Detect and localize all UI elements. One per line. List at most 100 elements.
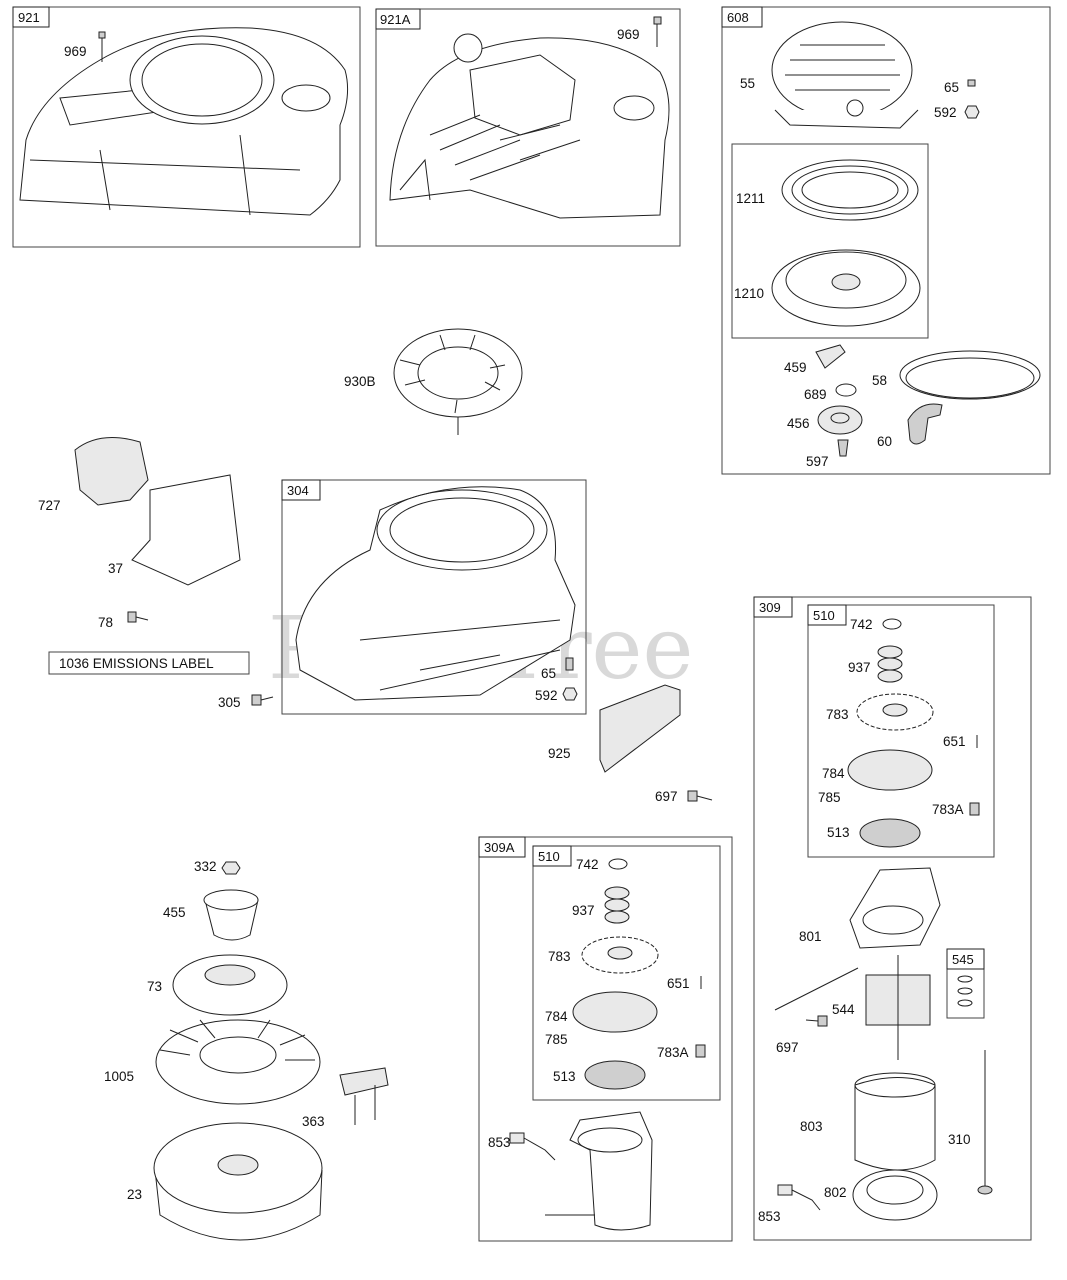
label-783A-b: 783A — [657, 1045, 689, 1060]
housing-803[interactable] — [854, 1072, 936, 1171]
spring-937-a-icon — [877, 645, 903, 683]
screw-969-b-icon — [653, 16, 662, 47]
air-guide-37-icon — [131, 474, 241, 586]
label-853-a: 853 — [758, 1209, 781, 1224]
nut-783A-b-icon — [695, 1044, 706, 1058]
nut-592-b-icon — [562, 687, 578, 701]
label-853-b: 853 — [488, 1135, 511, 1150]
label-930B: 930B — [344, 374, 376, 389]
group-608-tag: 608 — [727, 10, 749, 25]
label-937-b: 937 — [572, 903, 595, 918]
pawl-459-icon — [815, 344, 846, 369]
group-545-tag: 545 — [952, 952, 974, 967]
label-801: 801 — [799, 929, 822, 944]
blower-housing-921[interactable] — [19, 27, 349, 216]
starter-rope-58[interactable] — [899, 350, 1041, 400]
label-802: 802 — [824, 1185, 847, 1200]
label-23: 23 — [127, 1187, 142, 1202]
label-513-a: 513 — [827, 825, 850, 840]
starter-motor-309A[interactable] — [545, 1111, 653, 1231]
label-65-a: 65 — [944, 80, 959, 95]
label-783-a: 783 — [826, 707, 849, 722]
label-332: 332 — [194, 859, 217, 874]
label-937-a: 937 — [848, 660, 871, 675]
retainer-456[interactable] — [817, 405, 863, 435]
flywheel-23[interactable] — [153, 1122, 323, 1241]
handle-60-icon — [907, 403, 943, 445]
bolt-697-icon — [687, 790, 713, 802]
rewind-spring-1211[interactable] — [781, 159, 919, 221]
label-60: 60 — [877, 434, 892, 449]
group-304-tag: 304 — [287, 483, 309, 498]
group-510-b-tag: 510 — [538, 849, 560, 864]
emissions-label-box: 1036 EMISSIONS LABEL — [48, 651, 250, 675]
label-785-a: 785 — [818, 790, 841, 805]
label-592-a: 592 — [934, 105, 957, 120]
label-925: 925 — [548, 746, 571, 761]
group-921-tag: 921 — [18, 10, 40, 25]
group-304: 304 65 592 — [281, 479, 587, 715]
connector-853-b-icon — [509, 1132, 556, 1161]
label-784-a: 784 — [822, 766, 845, 781]
group-309A: 309A 510 742 937 783 651 784 785 783A 51… — [478, 836, 733, 1242]
label-689: 689 — [804, 387, 827, 402]
label-742-b: 742 — [576, 857, 599, 872]
label-785-b: 785 — [545, 1032, 568, 1047]
fan-73[interactable] — [172, 954, 288, 1016]
label-969-b: 969 — [617, 27, 640, 42]
label-597: 597 — [806, 454, 829, 469]
group-608: 608 55 65 592 1211 1210 459 — [721, 6, 1051, 475]
emissions-label-text: 1036 EMISSIONS LABEL — [59, 656, 214, 671]
label-305: 305 — [218, 695, 241, 710]
label-78: 78 — [98, 615, 113, 630]
label-1210: 1210 — [734, 286, 764, 301]
clutch-513-a-icon — [859, 818, 921, 848]
label-651-a: 651 — [943, 734, 966, 749]
label-727: 727 — [38, 498, 61, 513]
brush-plate-802[interactable] — [852, 1169, 938, 1221]
armature-544[interactable] — [865, 955, 931, 1060]
nut-592-icon — [964, 105, 980, 119]
label-803: 803 — [800, 1119, 823, 1134]
group-510-a-tag: 510 — [813, 608, 835, 623]
label-592-b: 592 — [535, 688, 558, 703]
group-921A-tag: 921A — [380, 12, 411, 27]
nut-332-icon — [221, 861, 241, 875]
label-651-b: 651 — [667, 976, 690, 991]
label-1005: 1005 — [104, 1069, 134, 1084]
label-697-b: 697 — [776, 1040, 799, 1055]
clip-742-b-icon — [608, 858, 628, 870]
label-363: 363 — [302, 1114, 325, 1129]
starter-housing-55[interactable] — [771, 21, 919, 129]
label-37: 37 — [108, 561, 123, 576]
label-456: 456 — [787, 416, 810, 431]
connector-853-a-icon — [777, 1184, 821, 1211]
group-921: 921 969 — [12, 6, 361, 248]
through-bolt-310-icon — [977, 1050, 993, 1195]
screw-305-icon — [251, 694, 274, 706]
spring-937-b-icon — [604, 886, 630, 924]
screw-65-b-icon — [565, 657, 574, 671]
label-55: 55 — [740, 76, 755, 91]
label-783-b: 783 — [548, 949, 571, 964]
clip-689-icon — [835, 383, 857, 397]
group-921A: 921A 969 — [375, 8, 681, 247]
label-459: 459 — [784, 360, 807, 375]
group-309-tag: 309 — [759, 600, 781, 615]
label-742-a: 742 — [850, 617, 873, 632]
label-310: 310 — [948, 1132, 971, 1147]
blower-housing-304[interactable] — [295, 486, 576, 701]
label-969-a: 969 — [64, 44, 87, 59]
cup-455[interactable] — [203, 889, 259, 941]
washers-545-icon — [957, 975, 973, 1007]
blower-housing-921A[interactable] — [389, 33, 670, 219]
pulley-1210[interactable] — [771, 249, 921, 327]
cover-784-b-icon — [572, 991, 658, 1033]
fan-1005[interactable] — [155, 1019, 321, 1105]
nut-783A-a-icon — [969, 802, 980, 816]
clip-742-a-icon — [882, 618, 902, 630]
rotating-screen-930B[interactable] — [393, 328, 523, 435]
label-697-a: 697 — [655, 789, 678, 804]
starter-end-cap-801[interactable] — [849, 867, 941, 949]
